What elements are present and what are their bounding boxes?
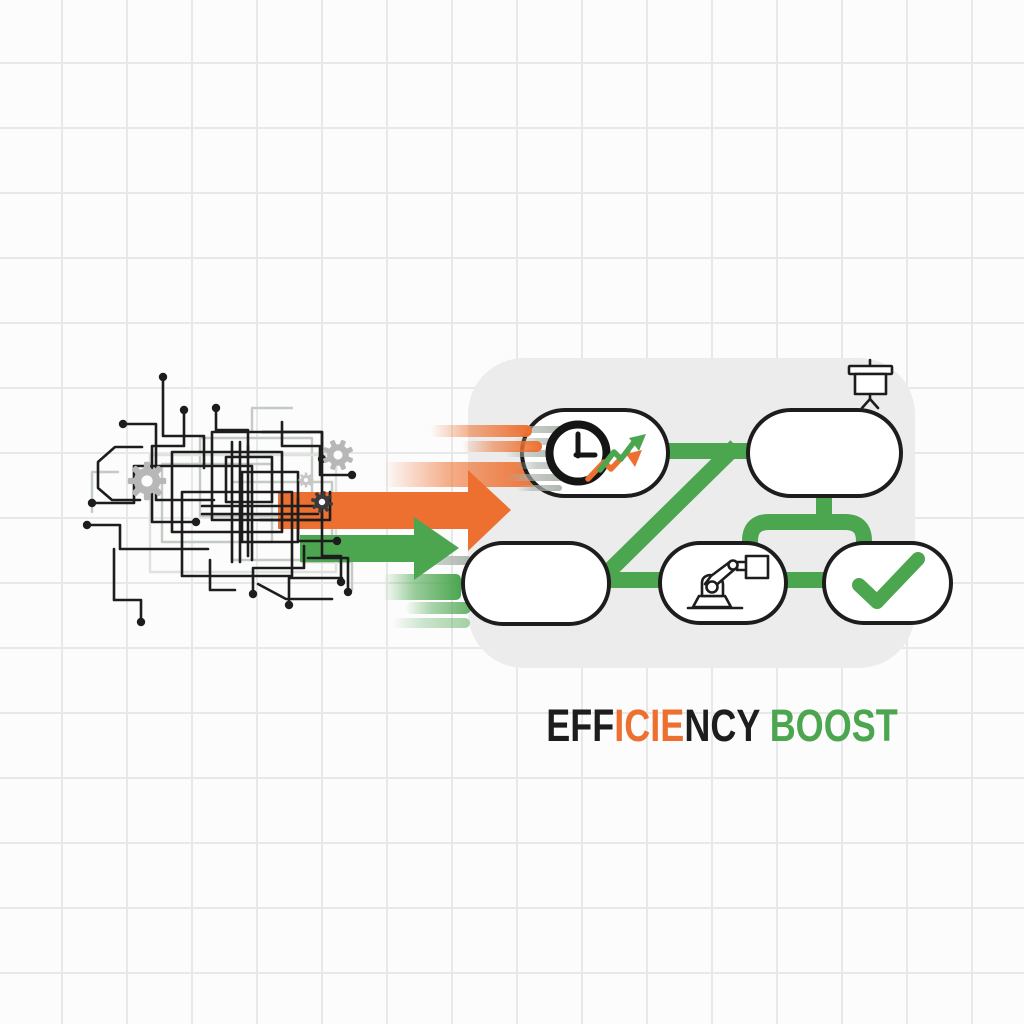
tangled-wires (85, 375, 354, 624)
gear-icon-small (298, 472, 314, 488)
clock-icon (545, 420, 611, 486)
headline-segment-boost: BOOST (769, 700, 898, 751)
orange-arrow (278, 470, 511, 551)
robot-arm-icon (686, 554, 770, 610)
flow-node-bottom-left (461, 541, 611, 626)
flow-node-top-right (746, 408, 903, 498)
trend-up-icon (585, 434, 646, 482)
green-arrow (300, 517, 459, 580)
wire-endpoint-dots (82, 372, 357, 627)
checkmark-icon (852, 552, 925, 609)
headline-segment-ncy: NCY (684, 700, 761, 751)
headline-segment-eff: EFF (546, 700, 615, 751)
headline-segment-icie: ICIE (614, 700, 685, 751)
presentation-board-icon (847, 358, 894, 410)
gear-icon-large (127, 461, 167, 501)
